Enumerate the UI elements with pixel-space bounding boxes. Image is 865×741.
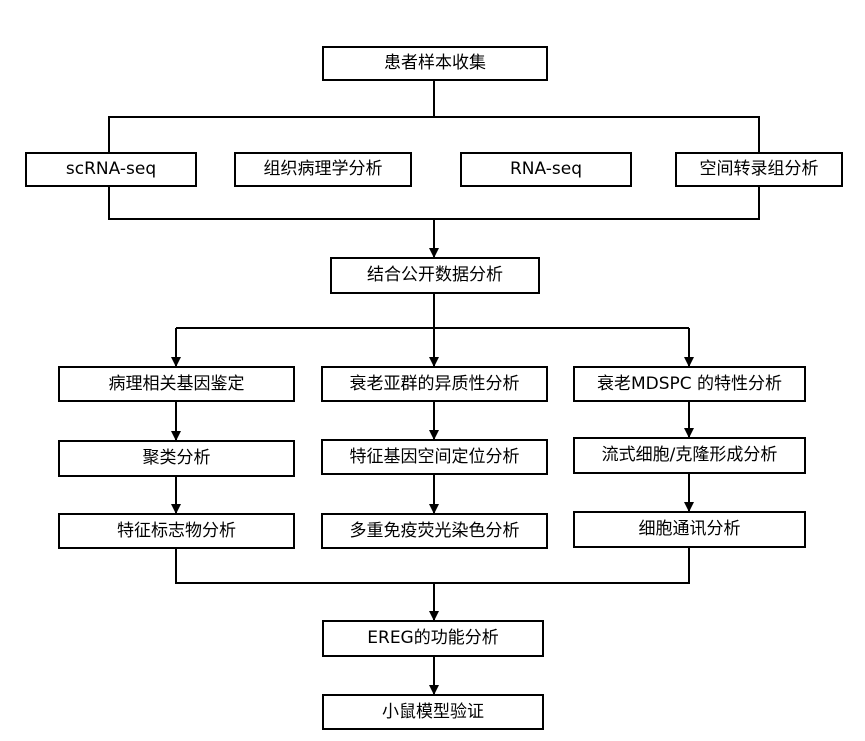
node-public-data: 结合公开数据分析 — [330, 257, 540, 294]
node-pathology-genes: 病理相关基因鉴定 — [58, 366, 295, 402]
node-senescent-heterogeneity: 衰老亚群的异质性分析 — [321, 366, 548, 402]
node-spatial-transcriptomics: 空间转录组分析 — [675, 152, 843, 187]
node-scrna-seq: scRNA-seq — [25, 152, 197, 187]
node-clustering: 聚类分析 — [58, 440, 295, 477]
node-mouse-validation: 小鼠模型验证 — [322, 694, 544, 730]
node-mdspc-characteristics: 衰老MDSPC 的特性分析 — [573, 366, 806, 402]
bracket-top — [108, 116, 760, 152]
node-multiplex-if: 多重免疫荧光染色分析 — [321, 513, 548, 549]
node-marker-analysis: 特征标志物分析 — [58, 513, 295, 549]
node-sample-collection: 患者样本收集 — [322, 46, 548, 81]
node-gene-spatial-localization: 特征基因空间定位分析 — [321, 439, 548, 475]
node-cell-communication: 细胞通讯分析 — [573, 511, 806, 548]
node-histopathology: 组织病理学分析 — [234, 152, 412, 187]
node-ereg-function: EREG的功能分析 — [322, 620, 544, 657]
bracket-bottom — [108, 187, 760, 220]
node-flow-colony: 流式细胞/克隆形成分析 — [573, 437, 806, 474]
merge-bracket — [175, 548, 690, 584]
node-rna-seq: RNA-seq — [460, 152, 632, 187]
